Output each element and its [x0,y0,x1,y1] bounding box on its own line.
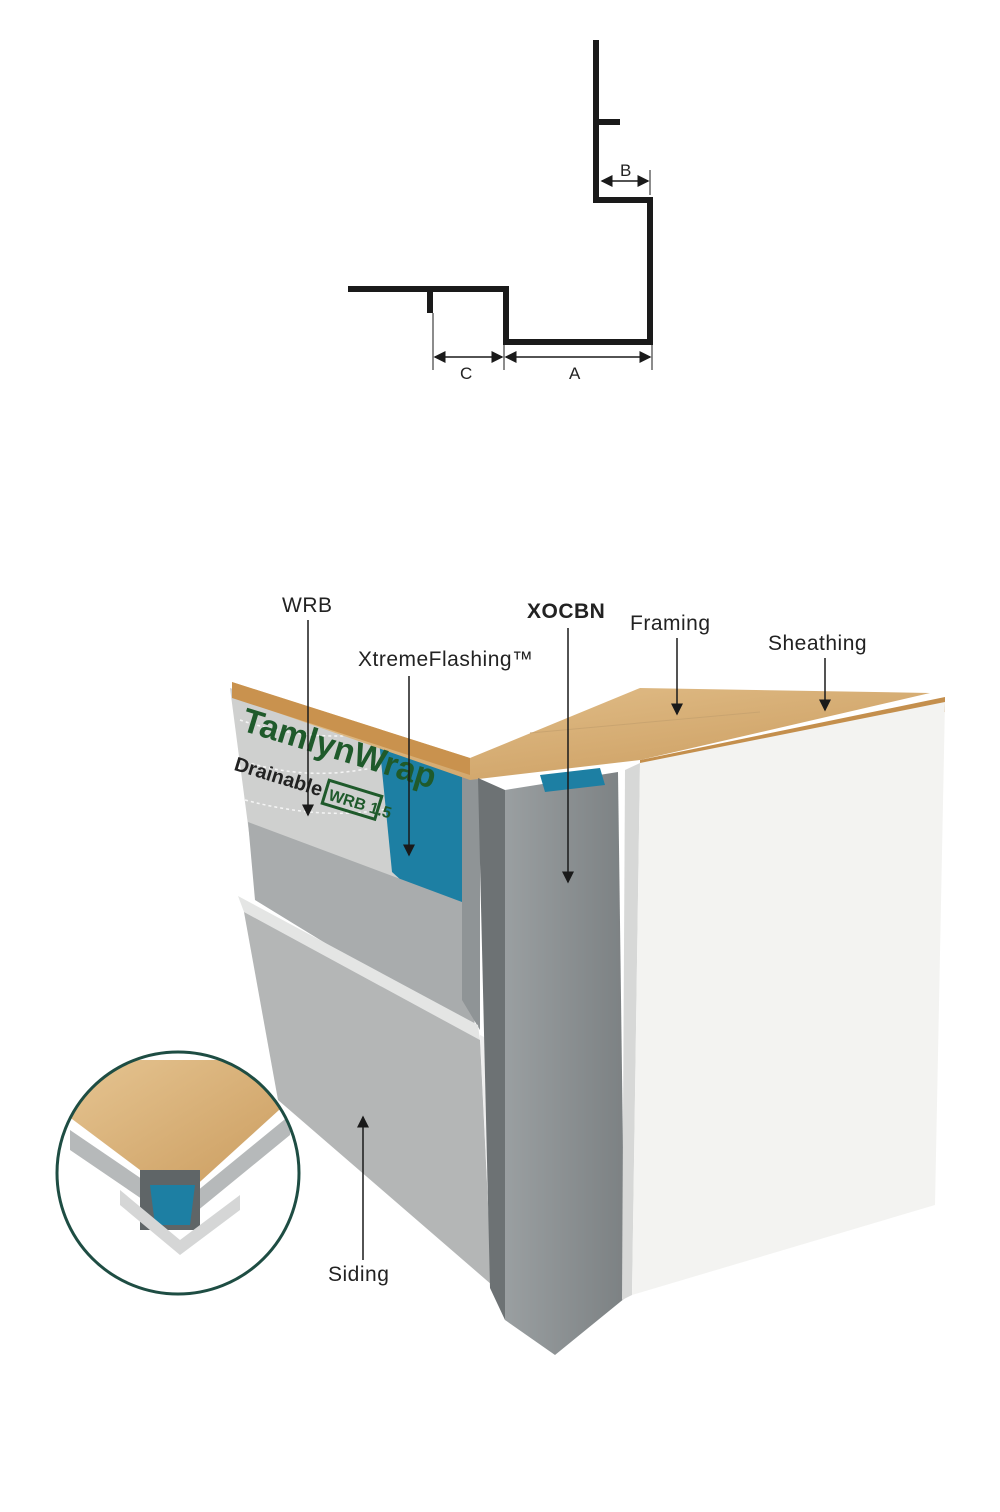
label-framing: Framing [630,612,711,635]
label-siding: Siding [328,1263,390,1286]
leader-lines [302,620,831,1260]
label-wrb: WRB [282,594,333,617]
profile-drawing [348,40,653,370]
label-xtremeflashing: XtremeFlashing™ [358,648,534,671]
label-xocbn: XOCBN [527,600,606,623]
xocbn-side [478,778,505,1320]
right-siding-panel [632,702,945,1295]
framing-top [232,682,930,780]
inset-detail [58,1053,298,1293]
corner-illustration [55,682,945,1355]
xocbn-column [505,772,625,1355]
dimension-c-label: C [460,364,473,383]
metal-channel [248,822,475,1035]
xtremeflashing-strip [378,730,462,935]
dimension-b-label: B [620,161,632,180]
siding-trim [238,896,480,1040]
label-sheathing: Sheathing [768,632,868,655]
siding-board [244,912,492,1285]
dimension-a-label: A [569,364,581,383]
inset-ring [55,1050,301,1296]
